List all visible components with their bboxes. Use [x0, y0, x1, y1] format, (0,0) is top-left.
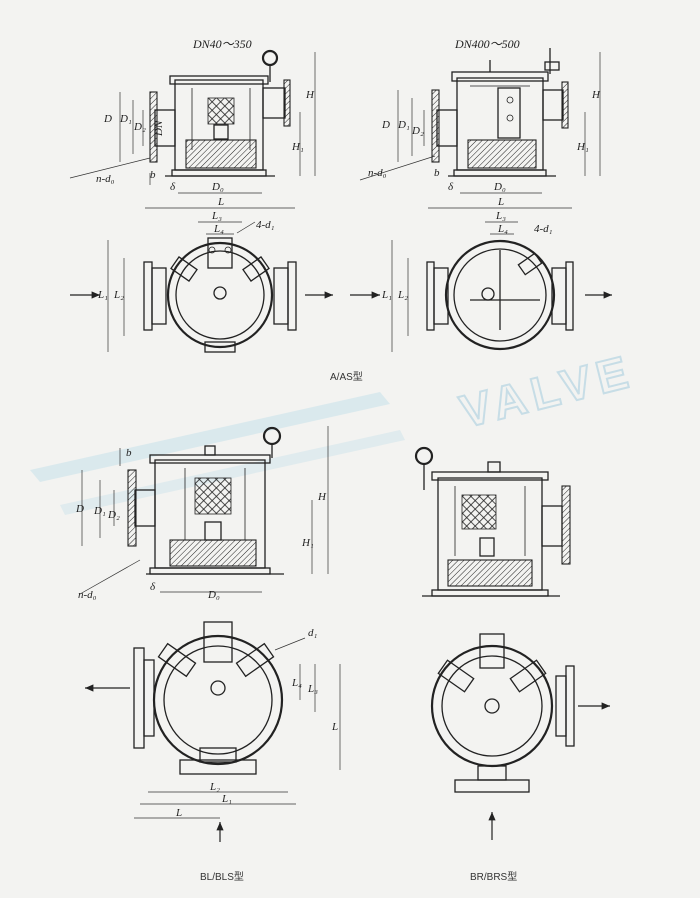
label-L4-plan-right: L₄: [497, 223, 508, 235]
label-D2-top-left: D₂: [133, 121, 146, 133]
label-L4-plan-left: L₄: [213, 223, 224, 235]
label-delta-top-right: δ: [448, 181, 454, 193]
label-L-plan-left: L: [217, 196, 224, 208]
label-4d1-plan-right: 4-d₁: [534, 223, 553, 235]
title-dn40-350: DN40～350: [192, 37, 252, 51]
label-L1-plan-left: L₁: [97, 289, 108, 301]
label-D2-bl: D₂: [107, 509, 120, 521]
label-D0-top-left: D₀: [211, 181, 224, 193]
label-L2-plan-left: L₂: [113, 289, 124, 301]
label-H-top-right: H: [591, 89, 601, 101]
br-plan: [430, 633, 610, 840]
label-D2-top-right: D₂: [411, 125, 424, 137]
label-L3-plan-left: L₃: [211, 210, 222, 222]
label-b-top-right: b: [434, 167, 440, 179]
label-n-d0-bl: n-d₀: [78, 589, 97, 601]
label-D1-top-right: D₁: [397, 119, 410, 131]
label-D-top-left: D: [103, 113, 112, 125]
label-D0-bl: D₀: [207, 589, 220, 601]
a-elevation-small: DN40～350 D D₁ D₂ DN H H₁ b: [69, 37, 316, 194]
label-b-bl: b: [126, 447, 132, 459]
label-H-bl: H: [317, 491, 327, 503]
br-elevation: [414, 446, 571, 597]
label-delta-bl: δ: [150, 581, 156, 593]
label-b-top-left: b: [150, 169, 156, 181]
label-L1-plan-right: L₁: [381, 289, 392, 301]
watermark-text: VALVE: [455, 345, 639, 438]
label-L-bl-plan-side: L: [331, 721, 338, 733]
bl-plan: L₂ L₁ L L₄ L₃ L d₁: [85, 621, 341, 842]
label-L-plan-right: L: [497, 196, 504, 208]
caption-br-brs: BR/BRS型: [470, 870, 517, 883]
label-4d1-plan-left: 4-d₁: [256, 219, 275, 231]
label-L3-plan-right: L₃: [495, 210, 506, 222]
label-L-bl-plan: L: [175, 807, 182, 819]
caption-a-as: A/AS型: [330, 370, 363, 383]
label-D0-top-right: D₀: [493, 181, 506, 193]
label-L1-bl-plan: L₁: [221, 793, 232, 805]
label-delta-top-left: δ: [170, 181, 176, 193]
label-H-top-left: H: [305, 89, 315, 101]
label-n-d0-top-left: n-d₀: [96, 173, 115, 185]
bl-elevation: D D₁ D₂ H H₁ b δ D₀ n-d₀: [75, 426, 329, 601]
label-D-bl: D: [75, 503, 84, 515]
label-L4-bl-plan: L₄: [291, 677, 302, 689]
label-D1-top-left: D₁: [119, 113, 132, 125]
label-DN-top-left: DN: [153, 120, 165, 137]
label-H1-top-left: H₁: [291, 141, 304, 153]
label-D-top-right: D: [381, 119, 390, 131]
a-elevation-large: DN400～500 D D₁ D₂ H H₁ b δ D₀: [359, 37, 601, 194]
title-dn400-500: DN400～500: [454, 37, 520, 51]
a-plan-small: L L₃ L₄ 4-d₁ L₁ L₂: [70, 196, 333, 353]
a-plan-large: L L₃ L₄ 4-d₁ L₁ L₂: [350, 196, 612, 352]
caption-bl-bls: BL/BLS型: [200, 870, 244, 883]
label-H1-bl: H₁: [301, 537, 314, 549]
label-H1-top-right: H₁: [576, 141, 589, 153]
label-d1-bl-plan: d₁: [308, 627, 318, 639]
label-D1-bl: D₁: [93, 505, 106, 517]
label-L2-bl-plan: L₂: [209, 781, 220, 793]
label-L2-plan-right: L₂: [397, 289, 408, 301]
label-n-d0-top-right: n-d₀: [368, 167, 387, 179]
label-L3-bl-plan: L₃: [307, 683, 318, 695]
watermark: VALVE: [30, 344, 640, 515]
